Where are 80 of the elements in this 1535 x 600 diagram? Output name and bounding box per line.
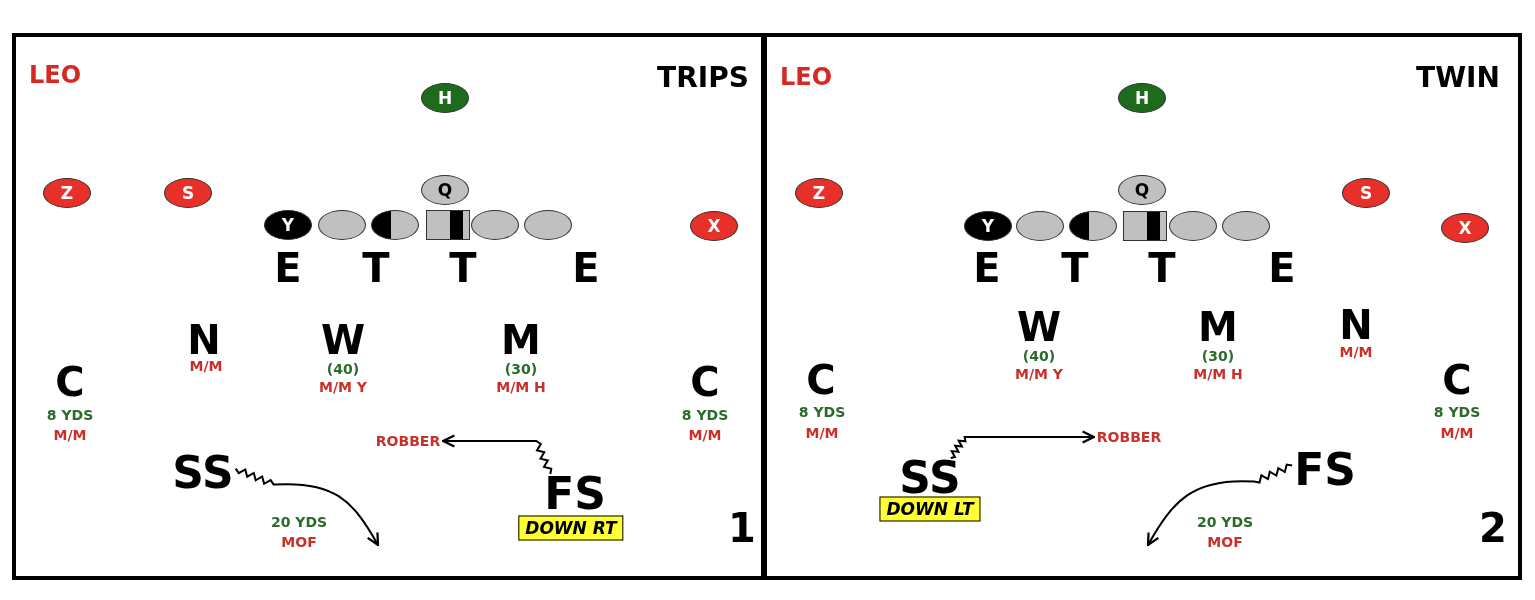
zone-label: ROBBER — [375, 434, 441, 448]
coverage-note: 8 YDS — [1433, 405, 1481, 419]
lineman-marker — [524, 210, 572, 240]
lineman-marker — [471, 210, 519, 240]
position-letter: T — [1148, 248, 1176, 288]
position-letter: T — [362, 248, 390, 288]
player-marker: Y — [264, 210, 312, 240]
player-marker: Y — [964, 211, 1012, 241]
side-label: LEO — [779, 65, 833, 89]
lineman-marker — [318, 210, 366, 240]
coverage-note: M/M — [53, 428, 87, 442]
player-marker: X — [1441, 213, 1489, 243]
coverage-note: M/M H — [496, 380, 546, 394]
formation-title: TRIPS — [657, 64, 749, 92]
position-letter: C — [806, 360, 836, 400]
coverage-note: 8 YDS — [798, 405, 846, 419]
position-letter: FS — [1294, 448, 1356, 492]
coverage-note: (30) — [504, 362, 538, 376]
coverage-note: (30) — [1201, 349, 1235, 363]
position-letter: M — [1198, 307, 1238, 347]
call-tag: DOWN LT — [879, 496, 981, 522]
coverage-note: M/M — [805, 426, 839, 440]
lineman-marker — [1222, 211, 1270, 241]
zone-label: ROBBER — [1096, 430, 1162, 444]
coverage-note: 8 YDS — [46, 408, 94, 422]
side-label: LEO — [28, 63, 82, 87]
position-letter: M — [501, 320, 541, 360]
position-letter: C — [1442, 360, 1472, 400]
coverage-note: M/M — [688, 428, 722, 442]
route-arrow — [442, 434, 553, 475]
position-letter: E — [274, 248, 302, 288]
call-tag: DOWN RT — [518, 515, 624, 541]
position-letter: E — [572, 248, 600, 288]
position-letter: E — [1268, 248, 1296, 288]
player-marker: Z — [43, 178, 91, 208]
lineman-marker — [426, 210, 470, 240]
coverage-note: MOF — [1207, 535, 1243, 549]
coverage-note: M/M Y — [1015, 367, 1063, 381]
coverage-note: MOF — [281, 535, 317, 549]
position-letter: W — [1016, 307, 1062, 347]
player-marker: H — [1118, 83, 1166, 113]
coverage-note: M/M — [1440, 426, 1474, 440]
formation-title: TWIN — [1416, 64, 1500, 92]
lineman-marker — [1123, 211, 1167, 241]
player-marker: Z — [795, 178, 843, 208]
play-number: 2 — [1479, 508, 1507, 548]
coverage-note: M/M H — [1193, 367, 1243, 381]
route-arrow — [949, 430, 1095, 459]
coverage-note: 20 YDS — [270, 515, 328, 529]
player-marker: H — [421, 83, 469, 113]
position-letter: FS — [544, 472, 606, 516]
position-letter: T — [1061, 248, 1089, 288]
lineman-marker — [1069, 211, 1117, 241]
player-marker: S — [164, 178, 212, 208]
position-letter: C — [55, 362, 85, 402]
coverage-note: (40) — [1022, 349, 1056, 363]
play-number: 1 — [728, 508, 756, 548]
position-letter: E — [973, 248, 1001, 288]
lineman-marker — [1016, 211, 1064, 241]
coverage-note: M/M — [189, 359, 223, 373]
position-letter: T — [449, 248, 477, 288]
coverage-note: M/M — [1339, 345, 1373, 359]
position-letter: SS — [172, 451, 234, 495]
coverage-note: 20 YDS — [1196, 515, 1254, 529]
lineman-marker — [1169, 211, 1217, 241]
player-marker: S — [1342, 178, 1390, 208]
player-marker: X — [690, 211, 738, 241]
route-arrow — [1146, 463, 1294, 547]
position-letter: C — [690, 362, 720, 402]
coverage-note: M/M Y — [319, 380, 367, 394]
coverage-note: 8 YDS — [681, 408, 729, 422]
coverage-note: (40) — [326, 362, 360, 376]
position-letter: W — [320, 320, 366, 360]
position-letter: N — [187, 320, 221, 360]
position-letter: N — [1339, 305, 1373, 345]
player-marker: Q — [1118, 175, 1166, 205]
play-panel — [763, 33, 1522, 580]
lineman-marker — [371, 210, 419, 240]
player-marker: Q — [421, 175, 469, 205]
play-panel — [12, 33, 765, 580]
